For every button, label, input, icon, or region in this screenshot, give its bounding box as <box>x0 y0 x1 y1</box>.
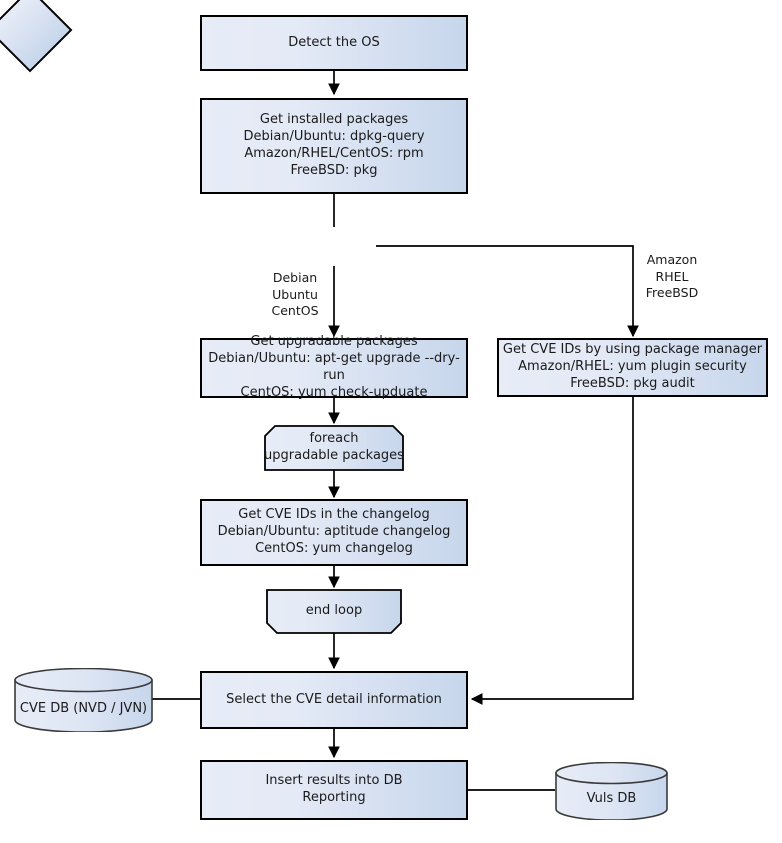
node-cve-db[interactable]: CVE DB (NVD / JVN) <box>14 668 153 732</box>
node-detect-os-label: Detect the OS <box>288 34 380 50</box>
node-get-upgradable-packages-label: Get upgradable packages Debian/Ubuntu: a… <box>208 334 460 400</box>
edge-label-left-branch-text: Debian Ubuntu CentOS <box>271 270 319 318</box>
node-cve-db-label: CVE DB (NVD / JVN) <box>19 700 148 716</box>
node-detect-os[interactable]: Detect the OS <box>200 15 468 71</box>
node-get-cve-ids-package-manager-label: Get CVE IDs by using package manager Ama… <box>502 342 763 391</box>
node-get-cve-ids-changelog-label: Get CVE IDs in the changelog Debian/Ubun… <box>217 507 451 556</box>
node-get-cve-ids-changelog[interactable]: Get CVE IDs in the changelog Debian/Ubun… <box>200 499 468 566</box>
node-foreach-loop-start[interactable]: foreach upgradable packages <box>264 425 404 471</box>
node-select-cve-detail-label: Select the CVE detail information <box>226 691 442 707</box>
node-end-loop[interactable]: end loop <box>266 589 402 634</box>
node-get-upgradable-packages[interactable]: Get upgradable packages Debian/Ubuntu: a… <box>200 334 468 400</box>
node-vuls-db[interactable]: Vuls DB <box>555 762 668 820</box>
node-foreach-loop-start-label: foreach upgradable packages <box>264 431 404 463</box>
edge-label-left-branch: Debian Ubuntu CentOS <box>262 270 328 320</box>
node-select-cve-detail[interactable]: Select the CVE detail information <box>200 671 468 729</box>
node-insert-results-label: Insert results into DB Reporting <box>265 773 403 805</box>
node-insert-results[interactable]: Insert results into DB Reporting <box>200 760 468 820</box>
node-get-installed-packages[interactable]: Get installed packages Debian/Ubuntu: dp… <box>200 98 468 194</box>
node-get-cve-ids-package-manager[interactable]: Get CVE IDs by using package manager Ama… <box>497 338 768 397</box>
node-vuls-db-label: Vuls DB <box>586 790 637 806</box>
edge-label-right-branch-text: Amazon RHEL FreeBSD <box>645 252 699 300</box>
edge-label-right-branch: Amazon RHEL FreeBSD <box>637 252 707 302</box>
node-get-installed-packages-label: Get installed packages Debian/Ubuntu: dp… <box>243 112 425 178</box>
edge-package-manager-to-select <box>470 397 634 705</box>
edge-decision-to-package-manager <box>376 245 639 338</box>
node-end-loop-label: end loop <box>305 603 363 619</box>
